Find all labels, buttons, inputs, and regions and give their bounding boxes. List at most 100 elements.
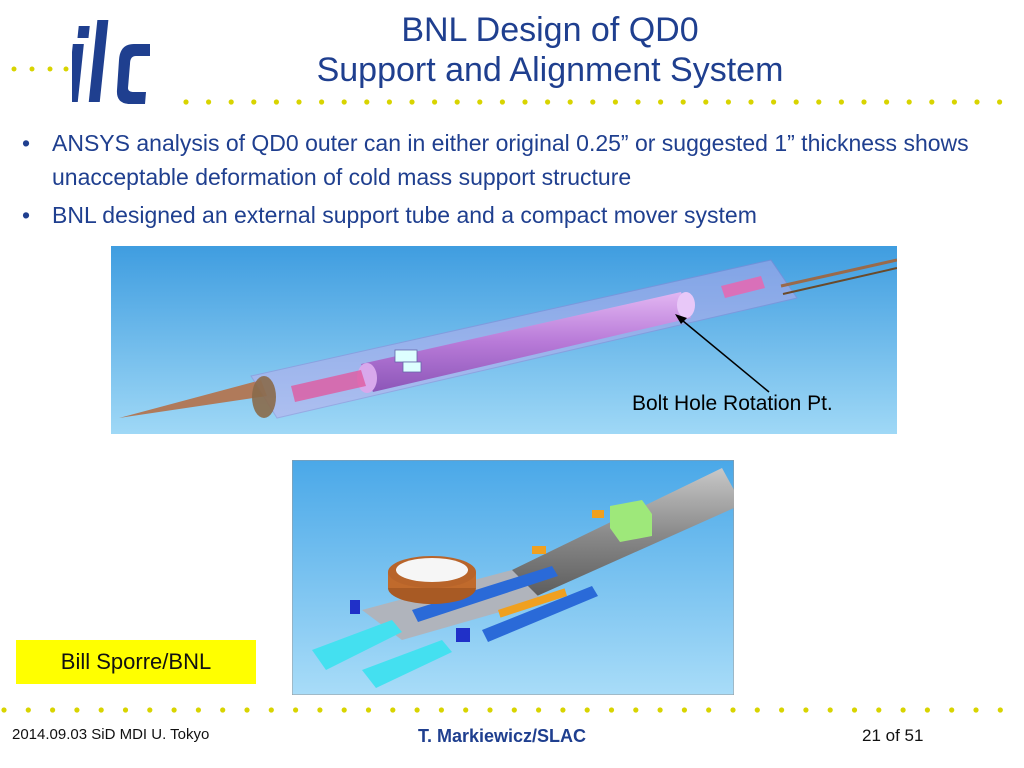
dot-mark (98, 707, 104, 713)
dot-mark (251, 99, 257, 105)
dot-mark (341, 99, 347, 105)
dot-mark (244, 707, 250, 713)
footer-author: T. Markiewicz/SLAC (418, 726, 587, 746)
dot-mark (220, 707, 226, 713)
bullet-dot-icon: • (22, 202, 31, 228)
dot-mark (658, 99, 664, 105)
dot-mark (171, 707, 177, 713)
dot-mark (997, 99, 1003, 105)
footer-dots (1, 707, 1003, 713)
dot-mark (851, 707, 858, 713)
dot-mark (997, 707, 1003, 713)
dot-mark (635, 99, 641, 105)
dot-mark (365, 707, 372, 713)
dot-mark (584, 707, 590, 713)
header-dots-left (11, 66, 69, 72)
dot-mark (341, 707, 347, 713)
dot-mark (827, 707, 833, 713)
slide-title: BNL Design of QD0 Support and Alignment … (250, 10, 850, 90)
dot-mark (974, 99, 980, 105)
bullet-text: BNL designed an external support tube an… (52, 202, 757, 228)
dot-mark (949, 707, 955, 713)
dot-mark (50, 707, 56, 713)
dot-mark (608, 707, 615, 713)
dot-mark (409, 99, 415, 105)
bolt-hole-callout: Bolt Hole Rotation Pt. (632, 392, 833, 415)
dot-mark (567, 99, 573, 105)
dot-mark (296, 99, 302, 105)
dot-mark (487, 707, 493, 713)
ilc-logo-icon (72, 20, 150, 104)
dot-mark (706, 707, 712, 713)
dot-mark (319, 99, 325, 105)
dot-mark (545, 99, 551, 105)
dot-mark (929, 99, 935, 105)
dot-mark (816, 99, 822, 105)
dot-mark (386, 99, 392, 105)
dot-mark (293, 707, 299, 713)
qd0-support-tube-render-icon (111, 246, 897, 434)
bullet-list: • ANSYS analysis of QD0 outer can in eit… (14, 126, 1014, 236)
dot-mark (703, 99, 709, 105)
dot-mark (876, 707, 882, 713)
dot-mark (432, 99, 438, 105)
dot-mark (612, 99, 618, 105)
credit-label: Bill Sporre/BNL (16, 640, 256, 684)
footer-page-number: 21 of 51 (862, 726, 924, 745)
dot-mark (511, 707, 517, 713)
dot-mark (725, 99, 732, 105)
dot-mark (147, 707, 153, 713)
dot-mark (477, 99, 483, 105)
dot-mark (754, 707, 760, 713)
bullet-dot-icon: • (22, 130, 31, 156)
dot-mark (390, 707, 396, 713)
dot-mark (951, 99, 958, 105)
dot-mark (463, 707, 469, 713)
dot-mark (906, 99, 912, 105)
bullet-item: • ANSYS analysis of QD0 outer can in eit… (14, 126, 1014, 194)
dot-mark (900, 707, 906, 713)
dot-mark (681, 707, 688, 713)
dot-mark (657, 707, 663, 713)
dot-mark (268, 707, 274, 713)
slide-title-line1: BNL Design of QD0 (401, 11, 699, 49)
dot-mark (536, 707, 542, 713)
dot-mark (560, 707, 566, 713)
dot-mark (74, 707, 80, 713)
dot-mark (499, 99, 505, 105)
dot-mark (25, 707, 31, 713)
dot-mark (364, 99, 370, 105)
dot-mark (748, 99, 754, 105)
dot-mark (1, 707, 7, 713)
compact-mover-render-icon (292, 460, 734, 695)
dot-mark (803, 707, 809, 713)
dot-mark (973, 707, 979, 713)
dot-mark (195, 707, 201, 713)
dot-mark (793, 99, 799, 105)
slide-title-line2: Support and Alignment System (316, 51, 784, 89)
dot-mark (438, 707, 444, 713)
bullet-text: ANSYS analysis of QD0 outer can in eithe… (52, 130, 969, 190)
dot-mark (730, 707, 736, 713)
dot-mark (317, 707, 323, 713)
dot-mark (522, 99, 528, 105)
dot-mark (633, 707, 639, 713)
footer-date-event: 2014.09.03 SiD MDI U. Tokyo (12, 726, 210, 743)
bullet-item: • BNL designed an external support tube … (14, 198, 1014, 232)
dot-mark (861, 99, 867, 105)
dot-mark (884, 99, 890, 105)
dot-mark (771, 99, 777, 105)
dot-mark (590, 99, 596, 105)
dot-mark (206, 99, 212, 105)
dot-mark (414, 707, 420, 713)
dot-mark (122, 707, 129, 713)
dot-mark (680, 99, 686, 105)
dot-mark (454, 99, 460, 105)
dot-mark (273, 99, 279, 105)
dot-mark (228, 99, 234, 105)
dot-mark (924, 707, 931, 713)
dot-mark (838, 99, 845, 105)
header-dots (183, 99, 1003, 105)
dot-mark (779, 707, 785, 713)
dot-mark (183, 99, 189, 105)
